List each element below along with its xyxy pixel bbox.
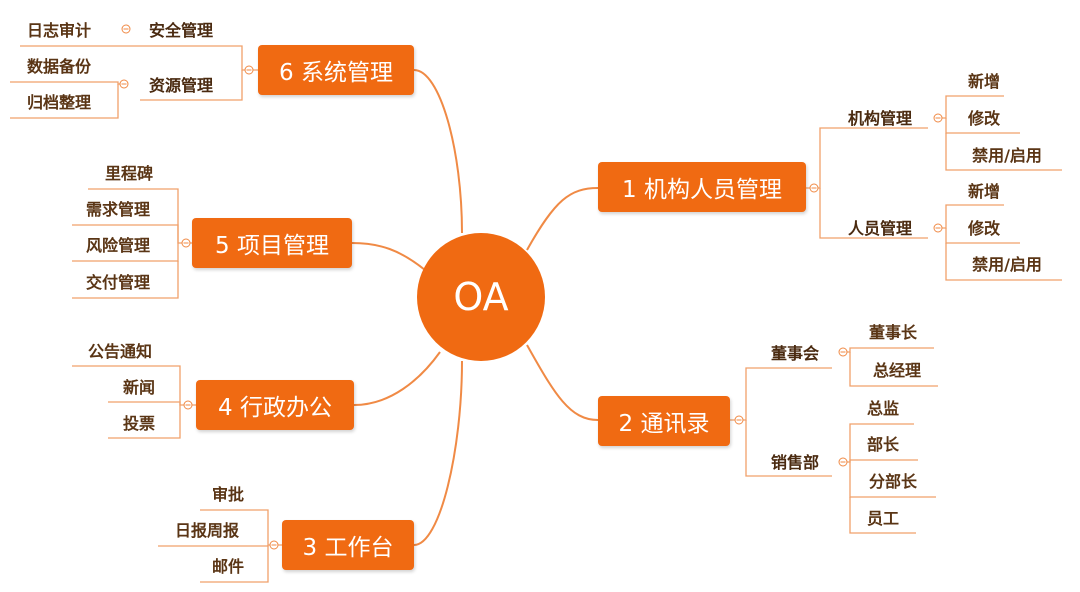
branch-4-admin-office[interactable]: 4 行政办公 [196, 380, 354, 430]
collapse-icon[interactable] [933, 223, 943, 233]
collapse-icon[interactable] [119, 79, 129, 89]
branch-3-workbench[interactable]: 3 工作台 [282, 520, 414, 570]
collapse-icon[interactable] [838, 457, 848, 467]
node-vote[interactable]: 投票 [122, 414, 156, 433]
node-staff-edit[interactable]: 修改 [967, 219, 1001, 238]
node-org-edit[interactable]: 修改 [967, 109, 1001, 128]
node-sub-section-head[interactable]: 分部长 [868, 472, 918, 491]
node-news[interactable]: 新闻 [122, 378, 156, 397]
link-oa-b4 [353, 351, 441, 406]
node-org-add[interactable]: 新增 [967, 72, 1001, 91]
node-resource-mgmt[interactable]: 资源管理 [148, 76, 214, 95]
collapse-icon[interactable] [121, 24, 131, 34]
node-staff-mgmt[interactable]: 人员管理 [847, 219, 913, 238]
node-archive[interactable]: 归档整理 [26, 93, 92, 112]
branch-2-contacts[interactable]: 2 通讯录 [598, 396, 730, 446]
branch-5-title: 5 项目管理 [215, 233, 329, 259]
link-oa-b2 [526, 344, 599, 421]
branch-4-title: 4 行政办公 [218, 395, 332, 421]
node-staff-add[interactable]: 新增 [967, 182, 1001, 201]
node-approval[interactable]: 审批 [211, 485, 245, 504]
node-security-mgmt[interactable]: 安全管理 [148, 21, 214, 40]
collapse-icon[interactable] [838, 347, 848, 357]
node-general-manager[interactable]: 总经理 [872, 361, 922, 380]
node-staff-toggle[interactable]: 禁用/启用 [972, 255, 1042, 274]
link-oa-b3 [413, 360, 463, 546]
node-org-toggle[interactable]: 禁用/启用 [972, 146, 1042, 165]
branch-5-project-mgmt[interactable]: 5 项目管理 [192, 218, 352, 268]
node-daily-weekly-report[interactable]: 日报周报 [174, 521, 240, 540]
collapse-icon[interactable] [933, 113, 943, 123]
collapse-icon[interactable] [181, 238, 191, 248]
node-sales-dept[interactable]: 销售部 [770, 453, 820, 472]
branch-3-title: 3 工作台 [302, 535, 394, 561]
center-node-oa[interactable]: OA [417, 233, 545, 361]
node-board[interactable]: 董事会 [770, 344, 820, 363]
node-data-backup[interactable]: 数据备份 [26, 57, 92, 76]
branch-6-title: 6 系统管理 [279, 60, 393, 86]
collapse-icon[interactable] [809, 183, 819, 193]
collapse-icon[interactable] [269, 540, 279, 550]
center-title: OA [453, 275, 509, 319]
link-oa-b6 [413, 69, 463, 234]
link-oa-b5 [351, 242, 426, 271]
collapse-icon[interactable] [244, 65, 254, 75]
node-announcement[interactable]: 公告通知 [87, 342, 153, 361]
node-director[interactable]: 总监 [866, 399, 900, 418]
collapse-icon[interactable] [183, 400, 193, 410]
collapse-icon[interactable] [734, 415, 744, 425]
node-chairman[interactable]: 董事长 [868, 323, 918, 342]
link-oa-b1 [526, 187, 599, 251]
branch-6-system-mgmt[interactable]: 6 系统管理 [258, 45, 414, 95]
node-employee[interactable]: 员工 [866, 509, 900, 528]
node-risk-mgmt[interactable]: 风险管理 [85, 236, 151, 255]
node-milestone[interactable]: 里程碑 [104, 164, 154, 183]
node-org-mgmt[interactable]: 机构管理 [847, 109, 913, 128]
branch-2-title: 2 通讯录 [618, 411, 710, 437]
branch-1-org-staff[interactable]: 1 机构人员管理 [598, 162, 806, 212]
node-section-head[interactable]: 部长 [866, 435, 900, 454]
node-mail[interactable]: 邮件 [211, 557, 245, 576]
node-delivery-mgmt[interactable]: 交付管理 [85, 273, 151, 292]
branch-1-title: 1 机构人员管理 [622, 177, 782, 203]
node-requirements-mgmt[interactable]: 需求管理 [85, 200, 151, 219]
node-log-audit[interactable]: 日志审计 [26, 21, 92, 40]
